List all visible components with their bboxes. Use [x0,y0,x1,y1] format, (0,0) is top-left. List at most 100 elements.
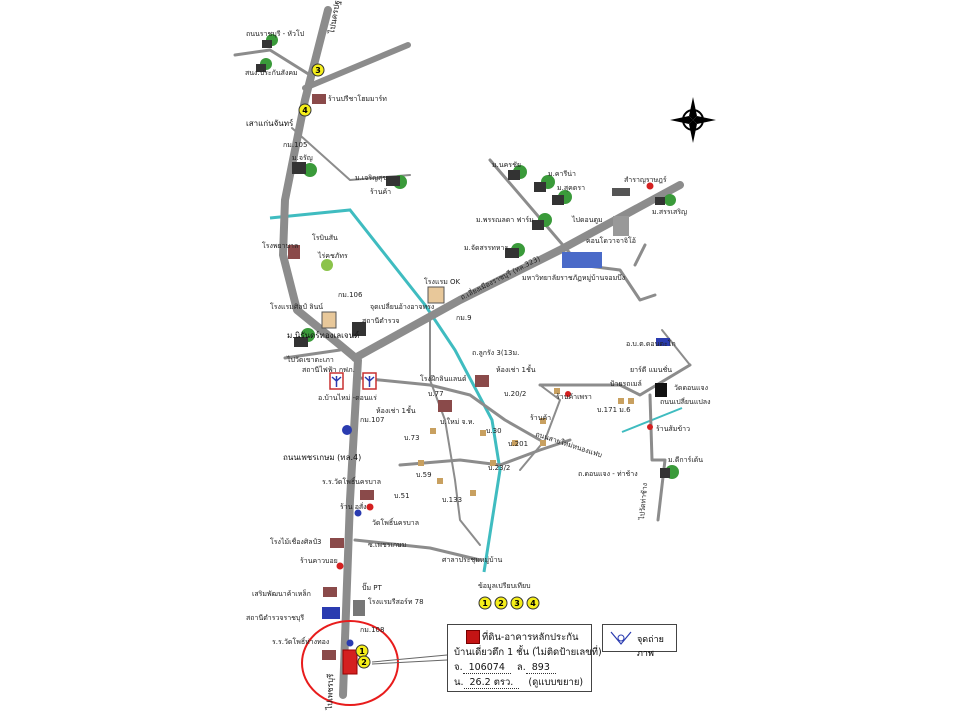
label: บ.ใหม่ จ.ห. [440,417,475,426]
area-value: 26.2 ตรว. [463,677,520,689]
svg-text:1: 1 [482,599,488,608]
label: สถานีไฟฟ้า กฟภ. [302,365,355,374]
label: สำราญราษฎร์ [624,176,667,184]
road-north-east [302,42,411,91]
compare-marker-2[interactable]: 2 [494,596,508,610]
label: โรงแรม OK [424,277,461,286]
label: ม.นครชัย [492,161,521,169]
label: ปั๊ม PT [362,582,383,592]
label: ม.สรรเสริญ [652,208,687,216]
label: ม.จรัญ [292,154,313,162]
label: ไปวัดท่าช้าง [637,482,649,521]
label: กม.9 [456,314,472,322]
road-branch-south [633,243,647,267]
label: ม.พรรณลดา ฟาร์ม [476,216,534,224]
label: กม.108 [360,626,384,634]
label: จุดเปลี่ยนอ้างอาจทรง [370,302,434,311]
label: ร.ร.วัดโพธิ์ห่างทอง [272,636,329,646]
legend-deed-row: จ.106074 ล.893 [454,660,556,675]
label: มหาวิทยาลัยราชภัฏหมู่บ้านจอมบึง [522,273,625,282]
compare-marker-3[interactable]: 3 [510,596,524,610]
road-east-north [661,329,691,366]
label: บ.201 [508,440,528,448]
label: โรบินสัน [312,233,338,242]
label: ไปวัดเขาตะเภา [286,355,334,364]
building-icons [256,40,670,660]
marker-3[interactable]: 3 [311,63,325,77]
label: ม.ดีการ์เด้น [668,456,703,464]
label: บ.51 [394,492,410,500]
land-prefix: ล. [516,662,526,673]
label-compare-data: ข้อมูลเปรียบเทียบ [478,582,531,590]
label: อ.บ้านไหม่ -ดอนแร่ [318,393,377,402]
label: ร้านค้าเพรา [556,393,592,401]
compare-marker-1[interactable]: 1 [478,596,492,610]
label: ร้านคาวบอย [300,557,338,565]
collateral-legend: ที่ดิน-อาคารหลักประกัน บ้านเดี่ยวตึก 1 ช… [447,624,602,692]
road-village [389,319,481,546]
road-power [358,376,542,442]
label: ม.สุคตรา [557,184,585,192]
label: ถ.ดอนแจง - ท่าช้าง [578,470,638,478]
label: บ.133 [442,496,462,504]
svg-text:2: 2 [361,658,367,667]
label: ห้องเช่า 1ชั้น [376,404,416,415]
legend-leader-line [371,654,448,663]
label: ถ.ลูกรัง 3(13ม. [472,349,519,357]
marker-4[interactable]: 4 [298,103,312,117]
road-south-branch [353,538,482,562]
label: ม.เจริญสุข [355,174,387,182]
road-north-west [233,48,312,77]
label: ร้านค้า [530,414,551,422]
road-east-south [648,393,667,522]
label: สถานีตำรวจ [362,317,400,325]
label: โรงแรมรีสอร์ท 78 [368,597,424,606]
label: เสาแก่นจันทร์ [246,118,294,128]
label: ร้านค้า [370,188,391,196]
svg-text:3: 3 [514,599,520,608]
legend-area-row: น.26.2 ตรว. (ดูแบบขยาย) [454,675,583,690]
label: ร้านส้มข้าว [656,425,690,433]
label: บ.59 [416,471,432,479]
label: ม.นิรันดร์ทองเลเจนด์ [287,330,359,340]
compass-icon: N [670,97,716,143]
area-prefix: น. [454,677,464,688]
gas-station-icons [342,425,362,647]
label: ไร่คชภัทร [317,251,348,260]
road-east [538,363,692,397]
label: บ.77 [428,390,444,398]
label: ร้าน อสั่ง [340,502,367,511]
label: บ.20/2 [504,390,526,398]
label: โรงไม้เชื่องศิลป์3 [270,537,321,546]
label: บ.171 ม.6 [597,406,631,414]
photo-point-legend: จุดถ่ายภาพ [602,624,677,659]
label: ม.จัดสรรทหาร [464,244,508,252]
marker-2[interactable]: 2 [357,655,371,669]
photo-point-label: จุดถ่ายภาพ [637,635,664,659]
red-pin-icons [336,182,654,570]
road-curve-east [519,384,561,471]
label: อ.บ.ต.ดอนตะโก [626,339,676,348]
legend-subtitle: บ้านเดี่ยวตึก 1 ชั้น (ไม่ติดป้ายเลขที่) [454,647,602,658]
label: โรงฝึกลินแลนด์ [420,374,466,383]
label-phetkasem-road: ถนนเพชรเกษม (ทล.4) [283,453,361,462]
label: ถนนเปลี่ยนแปลง [660,397,710,406]
label-to-nakhon-pathom: ไปนครปฐม [327,0,343,35]
legend-title: ที่ดิน-อาคารหลักประกัน [482,632,579,643]
collateral-swatch [466,630,480,644]
compare-marker-4[interactable]: 4 [526,596,540,610]
label: สถานีตำรวจราชบุรี [246,614,304,622]
label: สนง.ประกันสังคม [245,69,298,77]
label: กม.106 [338,291,363,299]
label: เสริมพัฒนาค้าเหล็ก [252,589,311,598]
label-to-ratchaburi: ไปเพชรบุรี [325,673,335,711]
svg-text:N: N [691,119,695,125]
marker-1[interactable]: 1 [355,644,369,658]
label: ป้ายรถเมล์ [610,380,642,388]
label: คอนโดวาจาจิโอ้ [586,236,636,245]
road-village-2 [398,438,572,467]
collateral-property-marker[interactable] [342,649,358,675]
legend-leader-line-2 [371,659,448,665]
svg-text:1: 1 [359,647,365,656]
